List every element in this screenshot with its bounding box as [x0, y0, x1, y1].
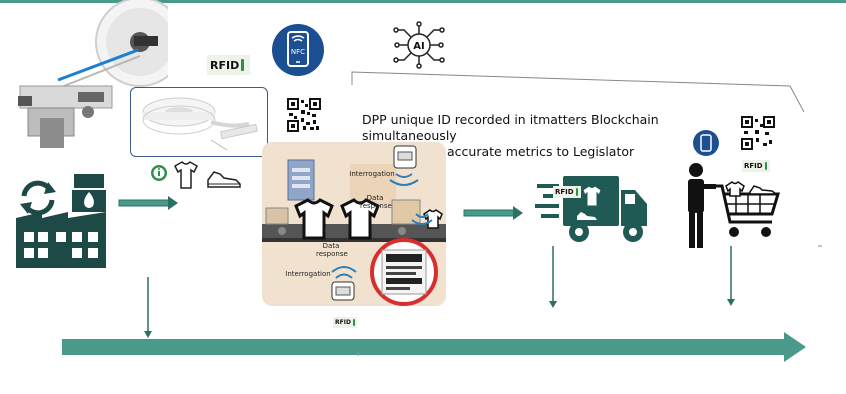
- arrow-scene-to-truck: [463, 209, 515, 217]
- rfid-badge-top-label: RFID: [210, 58, 240, 72]
- consumer-qr-code-icon: [741, 116, 775, 150]
- rfid-wave-icon: [352, 319, 355, 326]
- rfid-badge-truck-label: RFID: [555, 188, 574, 196]
- rfid-tag-roll-photo: [142, 97, 258, 151]
- labeling-machine-photo: [18, 0, 168, 148]
- delivery-truck-icon: [535, 176, 647, 242]
- product-icons-row: [151, 161, 241, 189]
- rfid-reader-scene: Interrogation Data response Data respons…: [262, 142, 446, 306]
- nfc-phone-icon: NFC: [272, 24, 324, 76]
- timeline-arrow-head: [784, 332, 806, 362]
- info-icon: [151, 165, 167, 181]
- rfid-badge-bottom: RFID: [333, 317, 357, 328]
- ai-label: AI: [413, 41, 424, 52]
- rfid-badge-consumer-label: RFID: [744, 162, 763, 170]
- interrogation-label-bottom: Interrogation: [285, 270, 331, 278]
- rfid-badge-bottom-label: RFID: [335, 319, 351, 326]
- nfc-label: NFC: [290, 48, 306, 56]
- rfid-scene-graphics: [262, 145, 446, 306]
- sneaker-icon: [207, 171, 241, 188]
- rfid-badge-top: RFID: [207, 55, 250, 75]
- factory-recycle-icon: [16, 174, 106, 268]
- qr-code-icon: [287, 98, 321, 132]
- caption-line-1: DPP unique ID recorded in itmatters Bloc…: [362, 112, 659, 143]
- arrow-factory-to-scene-head: [168, 196, 178, 210]
- top-border-line: [0, 0, 846, 3]
- rfid-badge-consumer: RFID: [742, 160, 770, 172]
- consumer-nfc-phone-icon: [693, 130, 719, 156]
- rfid-badge-truck: RFID: [553, 186, 581, 198]
- rfid-wave-icon: [764, 162, 767, 170]
- shopper-cart-icon: [688, 163, 781, 248]
- ai-chip-icon: AI: [393, 21, 445, 69]
- data-response-label-bottom: Data response: [316, 242, 348, 258]
- rfid-wave-icon: [575, 188, 578, 196]
- rfid-roll-photo-panel: [130, 87, 268, 157]
- rfid-wave-icon: [241, 59, 245, 71]
- timeline-arrow-shaft: [62, 339, 786, 355]
- interrogation-label-top: Interrogation: [349, 170, 395, 178]
- blockchain-bracket-line: [351, 71, 805, 113]
- arrow-factory-to-scene: [118, 199, 170, 207]
- data-response-label-top: Data response: [360, 194, 392, 210]
- tshirt-icon: [174, 161, 198, 189]
- arrow-scene-to-truck-head: [513, 206, 523, 220]
